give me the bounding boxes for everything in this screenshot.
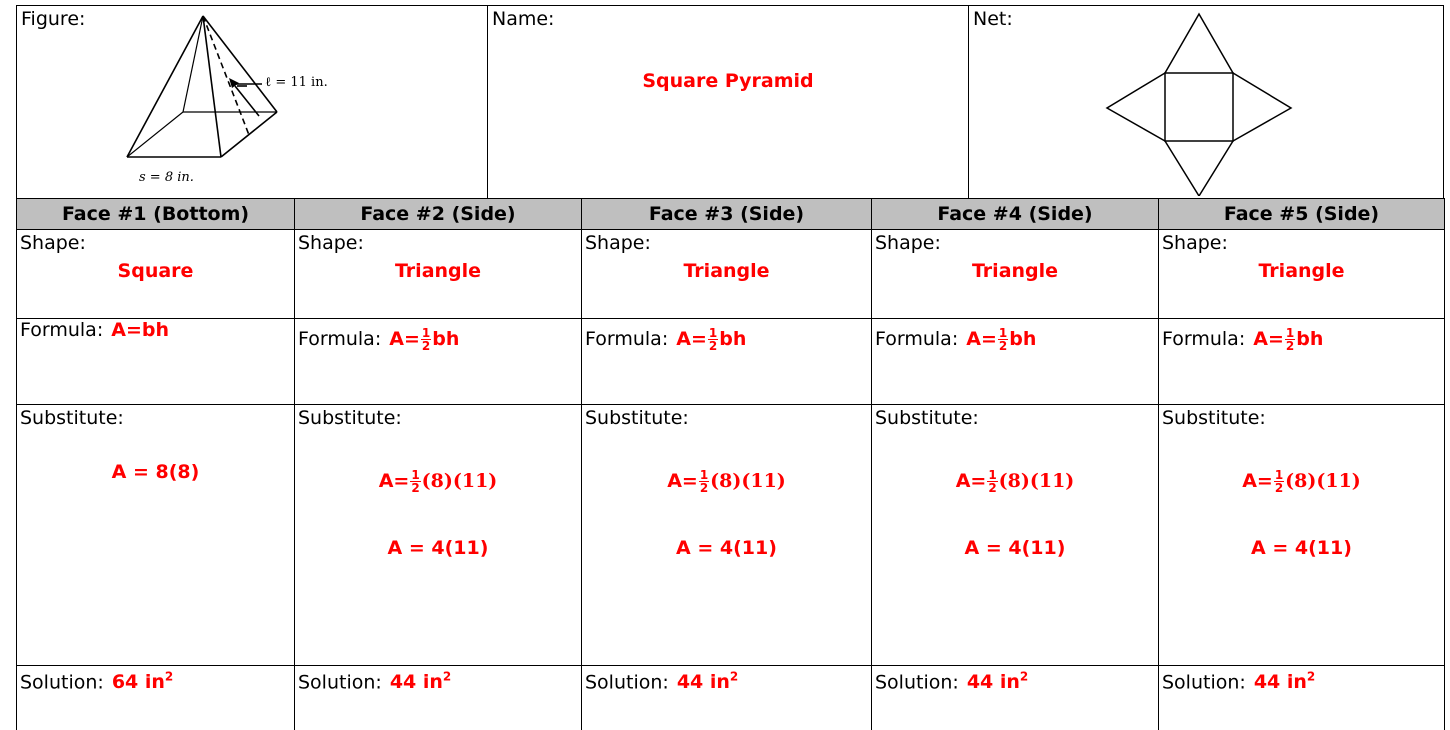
solution-label: Solution: [585,671,669,694]
shape-row: Shape: Square Shape: Triangle Shape: Tri… [16,229,1445,319]
shape-label: Shape: [20,232,86,254]
formula-label: Formula: [298,328,382,350]
formula-label: Formula: [585,328,669,350]
formula-label: Formula: [1162,328,1246,350]
shape-label: Shape: [875,232,941,254]
solution-value: 64 in2 [111,670,174,694]
side-length-label: s = 8 in. [139,170,194,185]
pyramid-figure [126,15,278,158]
net-cell: Net: [969,6,1445,199]
net-label: Net: [973,8,1013,30]
solution-label: Solution: [298,671,382,694]
face-header: Face #3 (Side) [581,198,872,230]
substitute-line-1: A = 8(8) [111,461,200,483]
shape-value: Triangle [1258,260,1345,282]
formula-label: Formula: [875,328,959,350]
solution-value: 44 in2 [676,670,739,694]
shape-value: Triangle [394,260,482,282]
solution-value: 44 in2 [389,670,452,694]
substitute-label: Substitute: [20,407,124,429]
solution-line: Solution: 64 in2 [20,670,173,693]
formula-line: Formula: A=bh [20,319,169,341]
face-header: Face #1 (Bottom) [16,198,295,230]
substitute-label: Substitute: [298,407,402,429]
substitute-line-2: A = 4(11) [676,537,777,559]
shape-value: Triangle [683,260,770,282]
faces-table: Face #1 (Bottom) Face #2 (Side) Face #3 … [16,198,1445,730]
solution-value: 44 in2 [966,670,1029,694]
figure-cell: Figure: ℓ = 11 in. s = 8 in. [17,6,488,199]
face-header: Face #5 (Side) [1158,198,1445,230]
figure-label: Figure: [21,8,86,30]
pyramid-net-diagram [1105,12,1293,196]
name-value: Square Pyramid [642,70,814,92]
solution-line: Solution: 44 in2 [585,670,738,693]
solution-line: Solution: 44 in2 [1162,670,1315,693]
name-label: Name: [492,8,555,30]
shape-value: Square [117,260,194,282]
face-header: Face #2 (Side) [294,198,582,230]
substitute-line-2: A = 4(11) [964,537,1066,559]
substitute-label: Substitute: [585,407,689,429]
solution-label: Solution: [20,671,104,694]
name-cell: Name: Square Pyramid [488,6,969,199]
solution-value: 44 in2 [1253,670,1316,694]
shape-label: Shape: [585,232,651,254]
substitute-label: Substitute: [875,407,979,429]
shape-label: Shape: [1162,232,1228,254]
header-row: Face #1 (Bottom) Face #2 (Side) Face #3 … [16,198,1445,230]
substitute-line-2: A = 4(11) [1251,537,1352,559]
shape-label: Shape: [298,232,364,254]
top-info-row: Figure: ℓ = 11 in. s = 8 in. Name: Squar [16,5,1445,199]
substitute-line-2: A = 4(11) [387,537,489,559]
solution-label: Solution: [1162,671,1246,694]
shape-value: Triangle [971,260,1059,282]
solution-label: Solution: [875,671,959,694]
substitute-label: Substitute: [1162,407,1266,429]
formula-label: Formula: [20,319,104,341]
slant-height-label: ℓ = 11 in. [265,75,328,90]
formula-value: A=bh [111,319,169,341]
face-header: Face #4 (Side) [871,198,1159,230]
solution-row: Solution: 64 in2 Solution: 44 in2 Solution… [16,665,1445,730]
solution-line: Solution: 44 in2 [875,670,1028,693]
solution-line: Solution: 44 in2 [298,670,451,693]
